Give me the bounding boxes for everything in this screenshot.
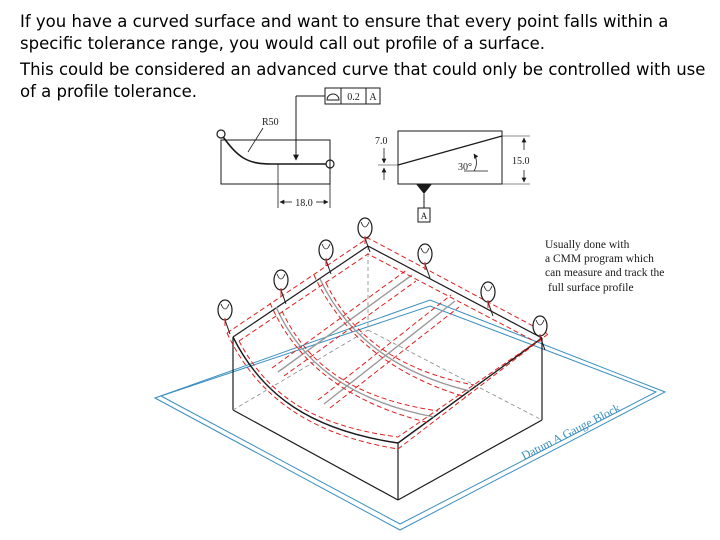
front-view-outline xyxy=(220,139,331,185)
part-block xyxy=(232,245,543,501)
dimension-7: 7.0 xyxy=(375,136,388,147)
fcf-tolerance-value: 0.2 xyxy=(347,92,360,103)
front-view: R50 18.0 xyxy=(216,117,335,209)
cmm-probe-icon xyxy=(318,239,334,275)
cmm-probe-icon xyxy=(532,315,548,351)
datum-feature-letter: A xyxy=(421,211,428,221)
curved-front-edge xyxy=(232,336,399,444)
cmm-probe-icon xyxy=(273,269,289,305)
cmm-probe-icon xyxy=(217,299,233,335)
side-view-outline xyxy=(397,130,503,185)
radius-label: R50 xyxy=(262,117,279,128)
datum-gauge-block: Datum A Gauge Block xyxy=(153,299,667,531)
sloped-surface-line xyxy=(397,135,503,166)
description-paragraph-2: This could be considered an advanced cur… xyxy=(20,60,706,101)
dimension-15: 15.0 xyxy=(512,156,530,167)
description-paragraph-1: If you have a curved surface and want to… xyxy=(20,12,669,53)
surface-grid xyxy=(275,274,471,418)
cmm-note-line-4: full surface profile xyxy=(548,282,634,294)
profile-of-surface-icon xyxy=(326,93,340,101)
cmm-probe-icon xyxy=(417,243,433,279)
cmm-probe-icon xyxy=(480,281,496,317)
gauge-block-label: Datum A Gauge Block xyxy=(519,401,622,463)
dimension-18: 18.0 xyxy=(295,198,313,209)
cmm-note-line-3: can measure and track the xyxy=(545,267,664,279)
cmm-note: Usually done with a CMM program which ca… xyxy=(545,239,664,294)
angle-label: 30° xyxy=(458,162,472,173)
cmm-note-line-1: Usually done with xyxy=(545,239,630,251)
cmm-note-line-2: a CMM program which xyxy=(545,253,654,265)
feature-control-frame: 0.2 A xyxy=(293,87,381,161)
tolerance-zone xyxy=(226,237,549,450)
fcf-datum-reference: A xyxy=(369,92,377,103)
cmm-probe-icon xyxy=(357,217,373,253)
cmm-probes xyxy=(217,217,548,351)
datum-feature-box xyxy=(417,207,431,223)
gauge-block-outline xyxy=(153,299,667,531)
side-view: 30° 7.0 15.0 A xyxy=(375,130,530,223)
curved-profile xyxy=(220,133,330,165)
datum-triangle-icon xyxy=(416,184,432,194)
profile-endpoint-left xyxy=(216,129,226,139)
